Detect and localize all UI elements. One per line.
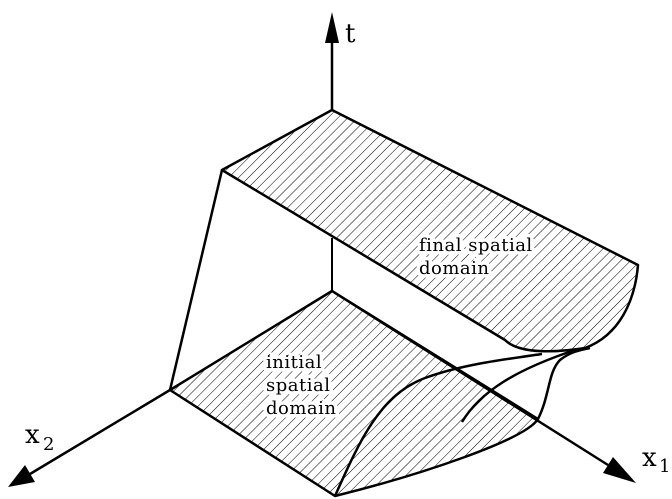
x2-axis (29, 388, 171, 476)
t-axis-label: t (345, 19, 356, 49)
initial-domain-outline (168, 289, 540, 498)
x1-axis-label: x (642, 443, 657, 473)
trajectory-curve-middle (460, 348, 576, 423)
trajectory-curve-right (536, 346, 591, 420)
final-domain-region (222, 110, 638, 352)
initial-domain-label-line-3: domain (266, 398, 337, 419)
initial-domain-label-line-2: spatial (266, 375, 330, 396)
x1-axis (331, 289, 609, 467)
left-connector (168, 169, 224, 391)
x2-axis-arrowhead (8, 465, 35, 487)
initial-domain-region (170, 291, 538, 496)
initial-domain-label-line-1: initial (266, 352, 322, 373)
x2-axis-label: x (25, 420, 40, 450)
t-axis-arrowhead (325, 12, 339, 43)
x2-axis-subscript: 2 (43, 434, 54, 455)
x1-axis-subscript: 1 (659, 456, 670, 477)
final-domain-label-line-2: domain (419, 258, 490, 279)
x1-axis-arrowhead (603, 457, 636, 483)
final-domain-label-line-1: final spatial (419, 235, 533, 256)
trajectory-curve-outer (333, 352, 543, 497)
